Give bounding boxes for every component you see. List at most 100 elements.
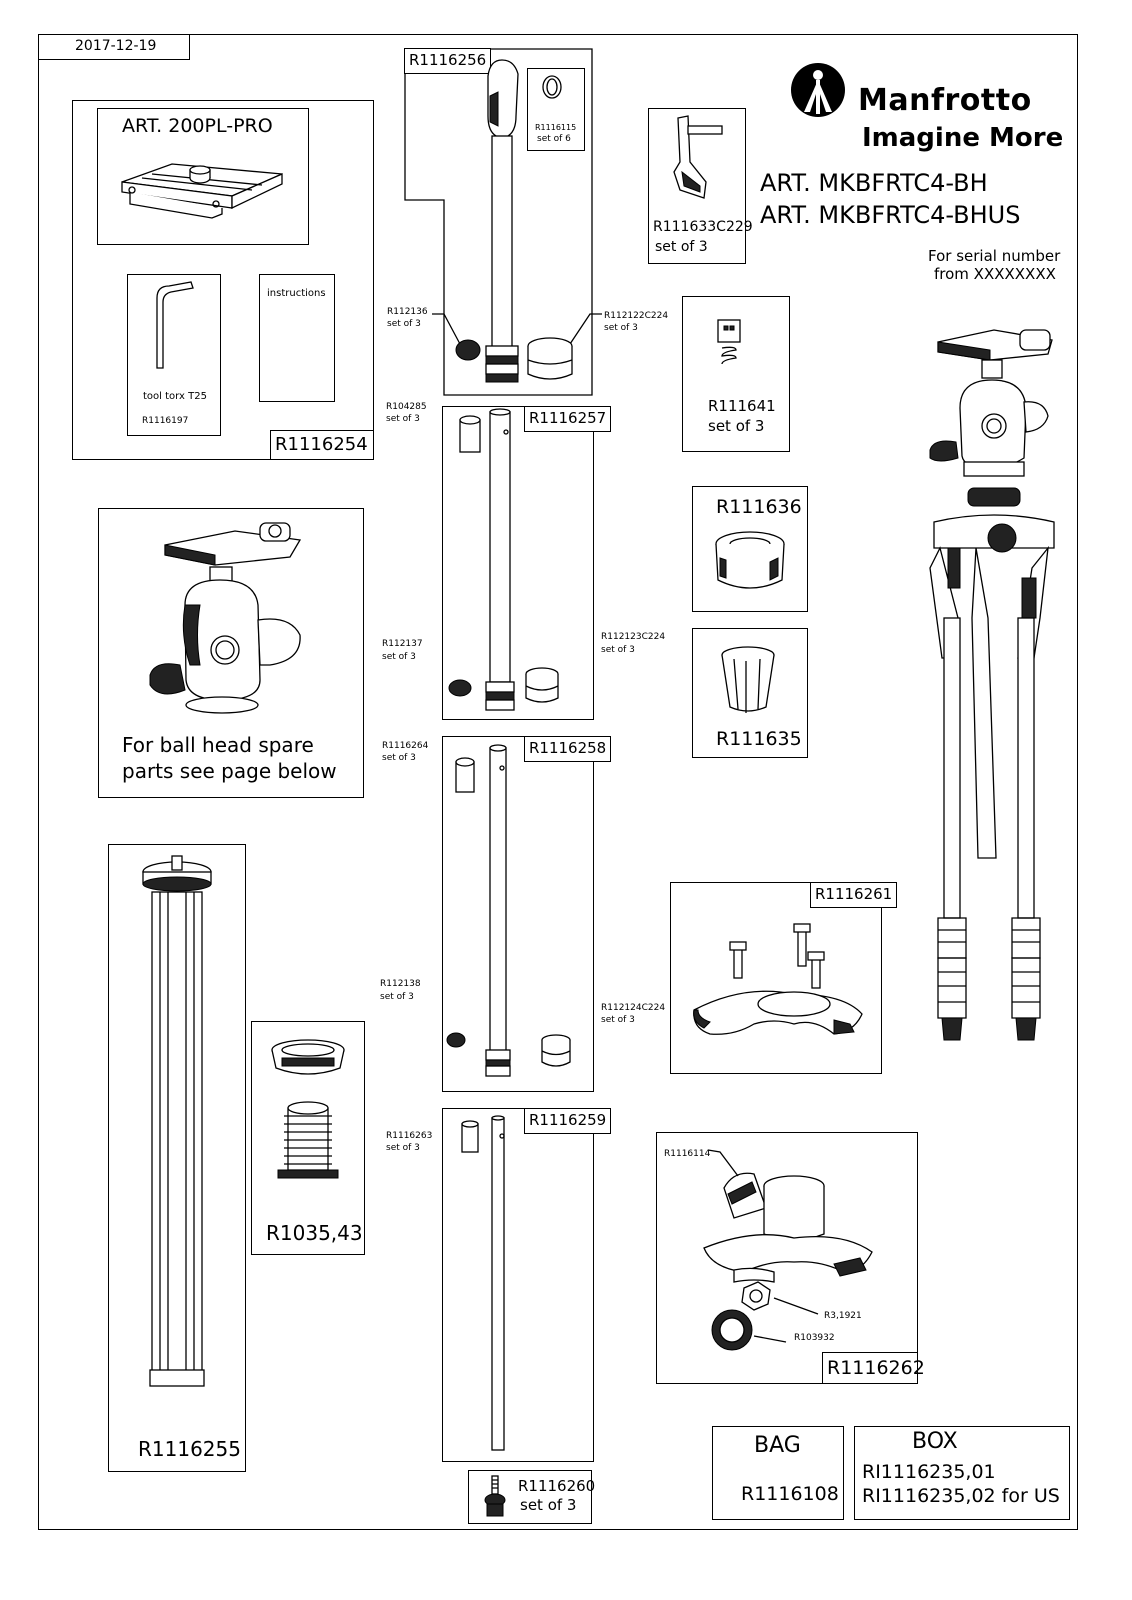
leg2-code-tag: R1116257 [524, 406, 612, 432]
brand-name: Manfrotto [858, 83, 1032, 118]
leg4-code-tag: R1116259 [524, 1108, 612, 1134]
leg1-code-tag: R1116256 [404, 48, 492, 74]
r111636-code: R111636 [716, 496, 802, 518]
leg1-tube-icon [485, 59, 519, 383]
article-1: ART. MKBFRTC4-BH [760, 169, 988, 197]
leg2-top-part: R104285 [386, 402, 427, 412]
foot-screw-icon [484, 1475, 506, 1517]
plate-box [97, 108, 309, 245]
leg1-right-qty: set of 3 [604, 323, 638, 333]
leg1-top-part: R1116115 [535, 123, 577, 132]
r111635-box [692, 628, 808, 758]
ball-head-icon [149, 522, 302, 714]
leg2-left-part: R112137 [382, 639, 423, 649]
base-code-tag: R1116262 [822, 1352, 925, 1384]
leg3-left-qty: set of 3 [380, 992, 414, 1002]
lock-code: R111633C229 [653, 219, 753, 235]
leg1-left-part: R112136 [387, 307, 428, 317]
spider-bolts-icon [693, 923, 863, 1035]
r1035-code: R1035,43 [266, 1221, 363, 1245]
tool-box [127, 274, 221, 436]
base-part-a: R1116114 [664, 1149, 711, 1159]
leg4-tube-icon [461, 1115, 505, 1451]
plate-title: ART. 200PL-PRO [122, 115, 273, 137]
leg3-top-qty: set of 3 [382, 753, 416, 763]
sheet-frame [38, 34, 1078, 1530]
date-label: 2017-12-19 [75, 38, 157, 54]
manfrotto-logo-icon [791, 63, 845, 117]
bag-code: R1116108 [741, 1483, 839, 1505]
leg3-left-part: R112138 [380, 979, 421, 989]
leg2-right-qty: set of 3 [601, 645, 635, 655]
leg2-box [442, 406, 594, 720]
brand-tagline: Imagine More [862, 123, 1064, 153]
base-part-c: R103932 [794, 1333, 835, 1343]
leg1-right-part: R112122C224 [604, 311, 669, 321]
leg3-box [442, 736, 594, 1092]
leg2-tube-icon [448, 408, 559, 711]
foot-code: R1116260 [518, 1477, 596, 1495]
r111635-code: R111635 [716, 728, 802, 750]
ballhead-box [98, 508, 364, 798]
box-box [854, 1426, 1070, 1520]
r1035-box [251, 1021, 365, 1255]
tool-code: R1116197 [142, 416, 189, 426]
clip-spring-icon [717, 319, 741, 365]
leg3-top-part: R1116264 [382, 741, 429, 751]
base-assembly-icon [703, 1149, 873, 1351]
box-code-2: RI1116235,02 for US [862, 1485, 1060, 1507]
torx-key-icon [156, 281, 194, 369]
r111641-box [682, 296, 790, 452]
base-part-b: R3,1921 [824, 1311, 862, 1321]
box-code-1: RI1116235,01 [862, 1461, 996, 1483]
instructions-label: instructions [267, 288, 326, 299]
instructions-box [259, 274, 335, 402]
foot-box [468, 1470, 592, 1524]
lock-box [648, 108, 746, 264]
ballhead-note-1: For ball head spare [122, 733, 314, 757]
leg2-left-qty: set of 3 [382, 652, 416, 662]
ballhead-note-2: parts see page below [122, 759, 337, 783]
collar-and-spring-icon [271, 1039, 345, 1179]
base-box [656, 1132, 918, 1384]
lock-qty: set of 3 [655, 239, 708, 255]
leg1-left-qty: set of 3 [387, 319, 421, 329]
leg3-tube-icon [446, 744, 571, 1077]
box-title: BOX [912, 1429, 958, 1454]
bag-title: BAG [754, 1433, 801, 1458]
leg4-top-part: R1116263 [386, 1131, 433, 1141]
leg-sleeve-icon [721, 646, 775, 713]
center-column-icon [142, 855, 212, 1387]
leg-collar-icon [715, 531, 785, 589]
tripod-icon [929, 329, 1055, 1041]
leg1-foot-parts-icon [432, 313, 602, 380]
bag-box [712, 1426, 844, 1520]
serial-line-1: For serial number [928, 247, 1061, 265]
tool-label: tool torx T25 [143, 391, 207, 402]
leg1-box [404, 48, 593, 396]
leg4-top-qty: set of 3 [386, 1143, 420, 1153]
leg4-box [442, 1108, 594, 1462]
center-column-code: R1116255 [138, 1437, 241, 1461]
kit-code-tag: R1116254 [270, 430, 374, 460]
kit-box [72, 100, 374, 460]
spider-code-tag: R1116261 [810, 882, 898, 908]
article-2: ART. MKBFRTC4-BHUS [760, 201, 1021, 229]
leg3-right-part: R112124C224 [601, 1003, 666, 1013]
serial-line-2: from XXXXXXXX [934, 265, 1056, 283]
r111641-qty: set of 3 [708, 417, 765, 435]
r111641-code: R111641 [708, 397, 776, 415]
date-box: 2017-12-19 [38, 34, 190, 60]
leg2-right-part: R112123C224 [601, 632, 666, 642]
foot-qty: set of 3 [520, 1496, 577, 1514]
leg2-top-qty: set of 3 [386, 414, 420, 424]
leg1-ring-box [527, 68, 585, 151]
spider-box [670, 882, 882, 1074]
r111636-box [692, 486, 808, 612]
leg1-top-qty: set of 6 [537, 134, 571, 144]
flip-lock-icon [673, 115, 723, 199]
leg3-right-qty: set of 3 [601, 1015, 635, 1025]
center-column-box [108, 844, 246, 1472]
quick-release-plate-icon [121, 163, 283, 219]
leg3-code-tag: R1116258 [524, 736, 612, 762]
